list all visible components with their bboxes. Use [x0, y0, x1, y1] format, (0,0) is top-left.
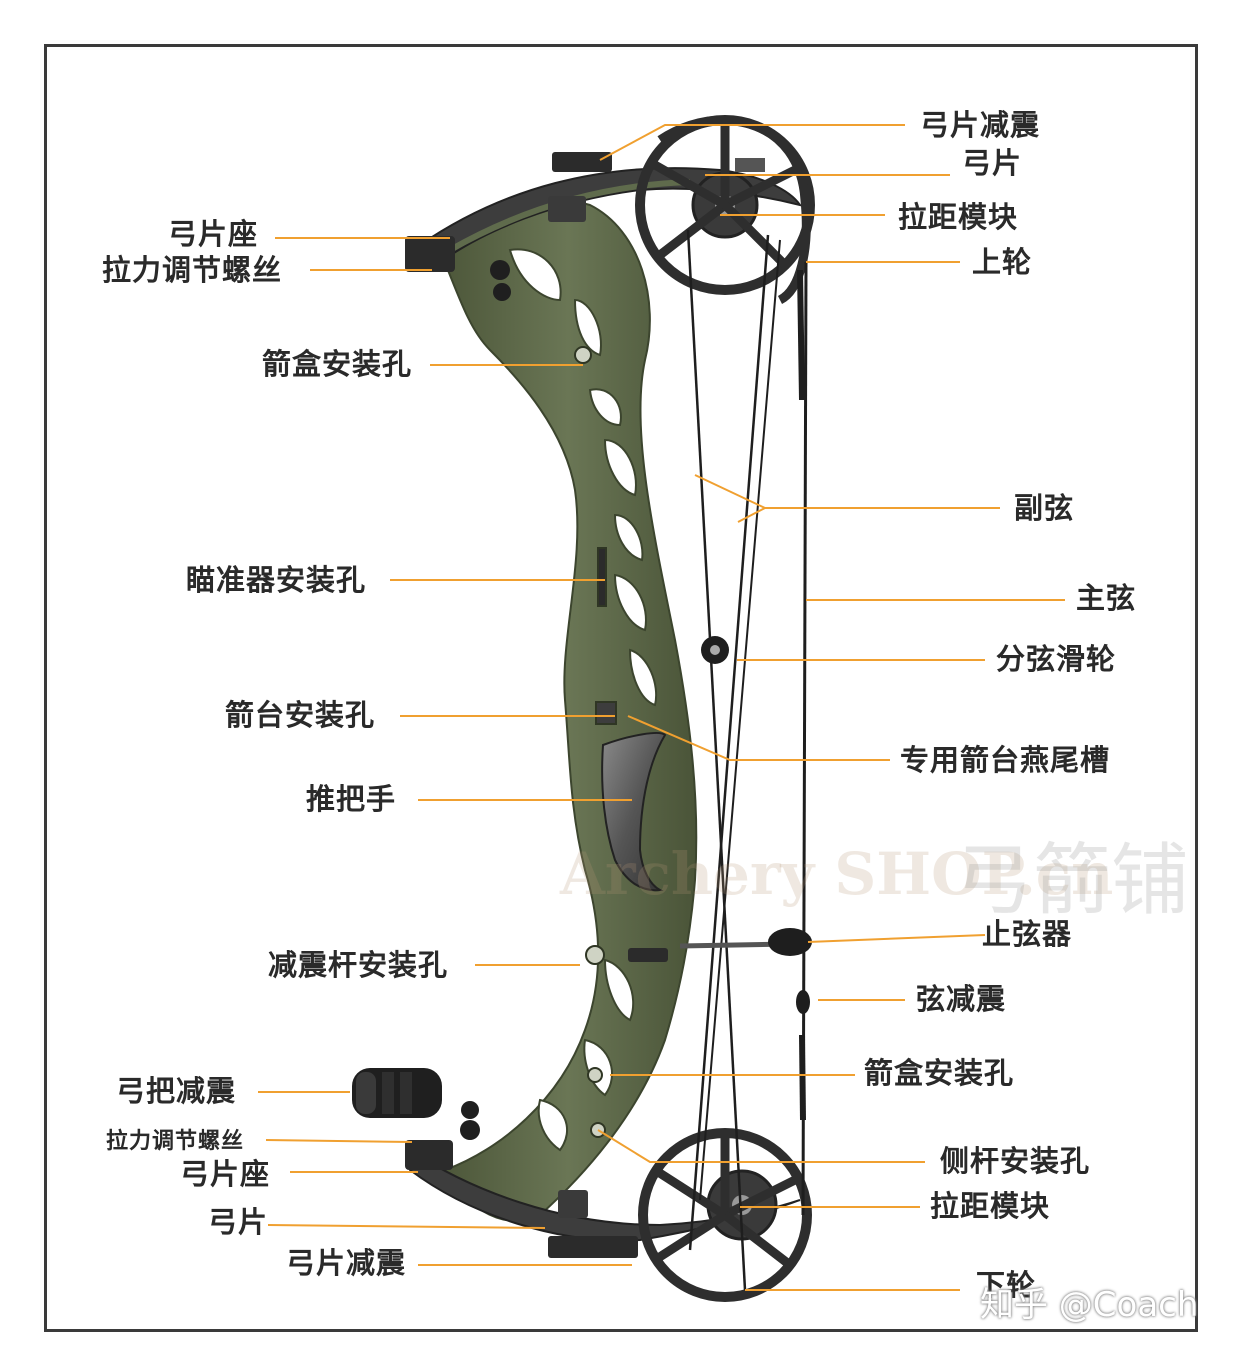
string-damper	[796, 990, 810, 1014]
label-rest-mount: 箭台安装孔	[225, 698, 376, 732]
riser-damper	[352, 1068, 442, 1118]
label-riser-damper: 弓把减震	[116, 1074, 237, 1108]
label-limb-damper-top: 弓片减震	[920, 108, 1041, 142]
label-side-rod-mount: 侧杆安装孔	[940, 1144, 1091, 1178]
upper-limb	[405, 152, 803, 301]
riser	[438, 199, 698, 1222]
brand-plate	[628, 948, 668, 962]
label-draw-module-top: 拉距模块	[898, 200, 1019, 234]
label-limb-pocket-bottom: 弓片座	[180, 1157, 271, 1191]
label-limb-pocket-top: 弓片座	[168, 217, 259, 251]
label-limb-top: 弓片	[962, 146, 1023, 180]
label-quiver-mount-top: 箭盒安装孔	[262, 347, 413, 381]
lower-cam	[638, 1128, 812, 1302]
mount-holes	[574, 346, 617, 1138]
grip	[601, 732, 667, 892]
watermark-chinese: 弓箭铺	[955, 836, 1190, 926]
cable-slide	[701, 636, 729, 664]
label-grip: 推把手	[306, 782, 397, 816]
label-stabilizer-mount: 减震杆安装孔	[268, 948, 449, 982]
upper-cam	[635, 115, 815, 305]
label-cam-top: 上轮	[972, 245, 1033, 279]
bow-strings	[686, 229, 808, 1291]
label-tension-bolt-bottom: 拉力调节螺丝	[106, 1129, 245, 1154]
leader-lines	[258, 124, 1065, 1291]
watermark-logo: Archery SHOP.cn	[560, 840, 1114, 908]
label-cam-bottom: 下轮	[976, 1268, 1037, 1302]
diagram-frame	[44, 44, 1198, 1332]
label-string-damper: 弦减震	[916, 982, 1007, 1016]
label-dovetail: 专用箭台燕尾槽	[900, 743, 1111, 777]
watermark-zhihu: 知乎 @Coach	[980, 1285, 1199, 1325]
label-sight-mount: 瞄准器安装孔	[186, 563, 367, 597]
riser-cutouts	[508, 248, 658, 1152]
label-draw-module-bottom: 拉距模块	[930, 1189, 1051, 1223]
label-limb-damper-bottom: 弓片减震	[286, 1246, 407, 1280]
label-cable-slide: 分弦滑轮	[996, 642, 1117, 676]
label-cables: 副弦	[1014, 491, 1075, 525]
label-tension-bolt-top: 拉力调节螺丝	[102, 253, 283, 287]
label-limb-bottom: 弓片	[208, 1205, 269, 1239]
string-stop	[679, 928, 812, 956]
label-string-stop: 止弦器	[982, 917, 1073, 951]
label-bowstring: 主弦	[1076, 581, 1137, 615]
label-quiver-mount-bottom: 箭盒安装孔	[864, 1056, 1015, 1090]
